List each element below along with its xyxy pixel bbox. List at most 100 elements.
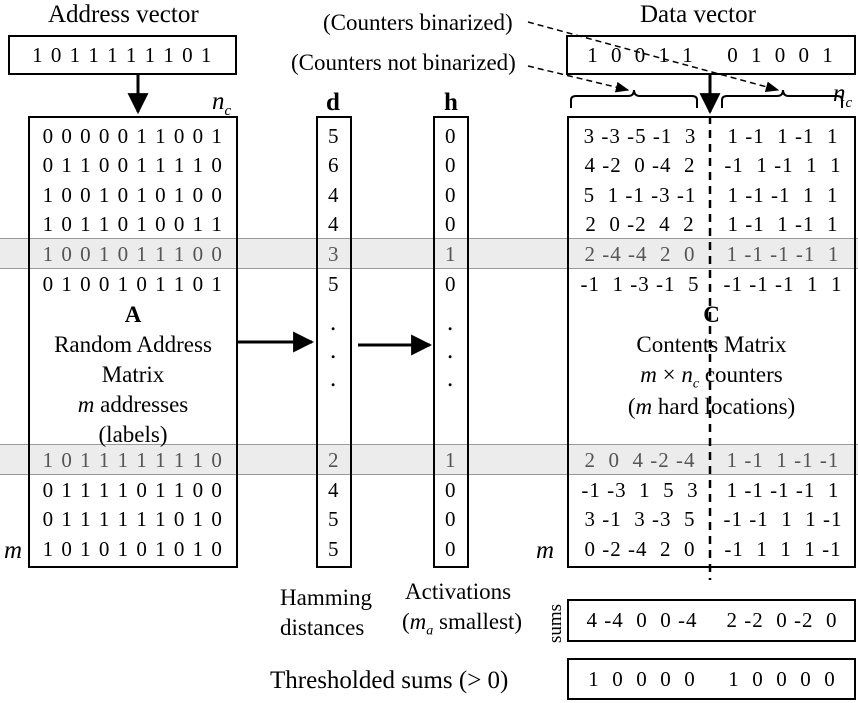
d-column-header: d <box>326 89 340 116</box>
data-vector-title: Data vector <box>640 1 756 28</box>
counter-row-left: -1 -3 1 5 3 <box>581 478 699 502</box>
h-ellipsis-2: . <box>447 337 454 364</box>
activation-value: 0 <box>445 153 457 177</box>
activation-value: 1 <box>445 242 457 266</box>
address-row-bits: 1 0 0 1 0 1 0 1 0 0 <box>42 183 224 207</box>
sums-right-values: 2 -2 0 -2 0 <box>726 608 838 632</box>
counter-row-left: 4 -2 0 -4 2 <box>584 153 696 177</box>
counter-row-left: 3 -1 3 -3 5 <box>584 507 696 531</box>
thresholded-right-values: 1 0 0 0 0 <box>728 667 836 691</box>
hamming-distance-value: 4 <box>328 212 340 236</box>
address-vector-box <box>8 35 237 75</box>
counter-row-right: -1 1 -1 1 1 <box>724 153 842 177</box>
counters-binarized-label: (Counters binarized) <box>323 10 513 35</box>
hamming-distance-value: 4 <box>328 478 340 502</box>
address-row-bits: 1 0 1 1 1 1 1 1 1 0 <box>42 448 224 472</box>
data-vector-right-bits: 0 1 0 0 1 <box>727 43 837 67</box>
sums-left-values: 4 -4 0 0 -4 <box>586 608 698 632</box>
counter-row-right: -1 -1 1 1 -1 <box>723 507 843 531</box>
hamming-distance-column <box>316 116 352 568</box>
hamming-distance-value: 4 <box>328 183 340 207</box>
hamming-distance-value: 5 <box>328 272 340 296</box>
h-column-header: h <box>444 89 458 116</box>
m-label-left: m <box>4 537 23 564</box>
m-label-right: m <box>536 537 555 564</box>
counter-row-left: -1 1 -3 -1 5 <box>580 272 700 296</box>
counter-row-right: 1 -1 -1 -1 1 <box>726 242 840 266</box>
counter-row-left: 2 0 4 -2 -4 <box>584 448 696 472</box>
counter-row-right: -1 1 1 1 -1 <box>724 537 842 561</box>
activation-value: 0 <box>445 478 457 502</box>
counter-row-left: 2 -4 -4 2 0 <box>584 242 696 266</box>
counter-row-right: 1 -1 -1 -1 1 <box>726 478 840 502</box>
address-row-bits: 0 1 1 1 1 1 1 0 1 0 <box>42 507 224 531</box>
hamming-label-2: distances <box>280 615 365 640</box>
hamming-label-1: Hamming <box>280 585 372 610</box>
thresholded-sums-box <box>567 658 856 700</box>
hamming-distance-value: 5 <box>328 537 340 561</box>
brace-binarized <box>721 89 843 108</box>
counter-row-left: 2 0 -2 4 2 <box>585 212 695 236</box>
brace-not-binarized <box>570 89 698 108</box>
sums-box <box>567 599 856 642</box>
counter-row-right: 1 -1 -1 1 1 <box>727 183 839 207</box>
address-row-bits: 1 0 1 1 0 1 0 0 1 1 <box>42 212 224 236</box>
address-vector-title: Address vector <box>48 1 199 28</box>
highlight-band-row-7 <box>0 444 858 475</box>
address-row-bits: 0 1 1 1 1 0 1 1 0 0 <box>42 478 224 502</box>
hamming-distance-value: 6 <box>328 153 340 177</box>
address-row-bits: 1 0 1 0 1 0 1 0 1 0 <box>42 537 224 561</box>
address-row-bits: 0 0 0 0 0 1 1 0 0 1 <box>42 124 224 148</box>
callout-binarized-arrow <box>527 21 780 93</box>
thresholded-sums-label: Thresholded sums (> 0) <box>270 667 509 694</box>
d-ellipsis-2: . <box>330 337 337 364</box>
address-row-bits: 1 0 0 1 0 1 1 1 0 0 <box>42 242 224 266</box>
hamming-distance-value: 2 <box>328 448 340 472</box>
nc-label-left: nc <box>212 88 232 119</box>
activation-value: 0 <box>445 183 457 207</box>
contents-matrix-title-1: Contents Matrix <box>636 332 787 357</box>
data-vector-box <box>566 35 856 75</box>
h-ellipsis-1: . <box>447 309 454 336</box>
counter-row-right: -1 -1 -1 1 1 <box>723 272 843 296</box>
address-matrix-title-1: Random Address <box>54 332 212 357</box>
address-matrix-title-4: (labels) <box>98 422 168 447</box>
highlight-band-row-5 <box>0 238 858 269</box>
activation-value: 0 <box>445 124 457 148</box>
activation-value: 0 <box>445 507 457 531</box>
contents-matrix-title-2: m × nc counters <box>640 362 783 392</box>
contents-matrix-box <box>567 116 856 568</box>
h-ellipsis-3: . <box>447 365 454 392</box>
contents-matrix-letter: C <box>703 302 720 327</box>
counters-not-binarized-label: (Counters not binarized) <box>291 50 516 75</box>
counter-row-right: 1 -1 1 -1 1 <box>727 124 839 148</box>
contents-matrix-title-3: (m hard locations) <box>627 394 796 419</box>
callout-not-binarized-arrow <box>527 65 630 93</box>
activation-column <box>433 116 469 568</box>
address-matrix-box <box>28 116 238 568</box>
hamming-distance-value: 3 <box>328 242 340 266</box>
counter-row-right: 1 -1 1 -1 -1 <box>726 448 840 472</box>
hamming-distance-value: 5 <box>328 124 340 148</box>
d-ellipsis-1: . <box>330 309 337 336</box>
thresholded-left-values: 1 0 0 0 0 <box>588 667 696 691</box>
counter-row-left: 3 -3 -5 -1 3 <box>583 124 697 148</box>
activations-label-2: (ma smallest) <box>402 609 523 639</box>
counter-row-left: 5 1 -1 -3 -1 <box>583 183 697 207</box>
activation-value: 0 <box>445 537 457 561</box>
address-row-bits: 0 1 0 0 1 0 1 1 0 1 <box>42 272 224 296</box>
activations-label-1: Activations <box>405 579 512 604</box>
address-matrix-title-3: m addresses <box>77 392 189 417</box>
address-matrix-title-2: Matrix <box>101 362 165 387</box>
address-row-bits: 0 1 1 0 0 1 1 1 1 0 <box>42 153 224 177</box>
address-matrix-letter: A <box>124 302 142 327</box>
counter-row-right: 1 -1 1 -1 1 <box>727 212 839 236</box>
activation-value: 0 <box>445 272 457 296</box>
hamming-distance-value: 5 <box>328 507 340 531</box>
counter-row-left: 0 -2 -4 2 0 <box>584 537 696 561</box>
activation-value: 1 <box>445 448 457 472</box>
activation-value: 0 <box>445 212 457 236</box>
address-vector-bits: 1 0 1 1 1 1 1 1 0 1 <box>32 43 213 67</box>
